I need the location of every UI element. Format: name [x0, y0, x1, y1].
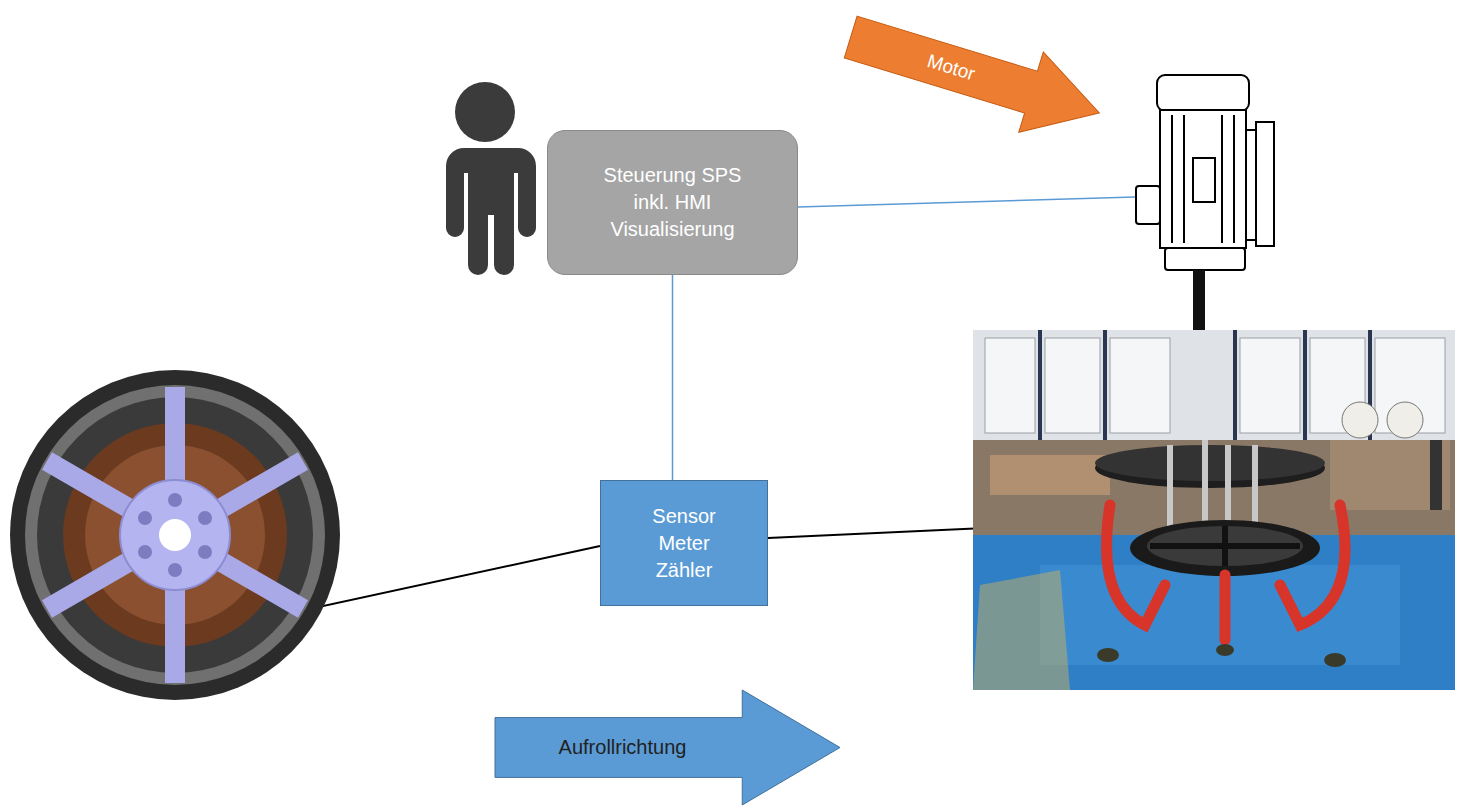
cable-reel — [10, 370, 340, 700]
motor-arrow: Motor — [838, 0, 1111, 153]
arrow-outline — [495, 690, 840, 805]
control-wire — [798, 197, 1135, 207]
arrow-outline — [838, 0, 1111, 153]
direction-arrow: Aufrollrichtung — [495, 690, 840, 805]
connector-line — [672, 275, 674, 480]
motor-symbol — [1136, 75, 1274, 270]
control-box: Steuerung SPS inkl. HMI Visualisierung — [547, 130, 798, 275]
node-label: Aufrollrichtung — [513, 734, 733, 761]
person-icon — [446, 82, 536, 275]
sensor-box: Sensor Meter Zähler — [600, 480, 768, 606]
winder-photo — [973, 330, 1455, 690]
node-label: Steuerung SPS inkl. HMI Visualisierung — [590, 162, 755, 243]
node-label: Sensor Meter Zähler — [642, 503, 727, 584]
